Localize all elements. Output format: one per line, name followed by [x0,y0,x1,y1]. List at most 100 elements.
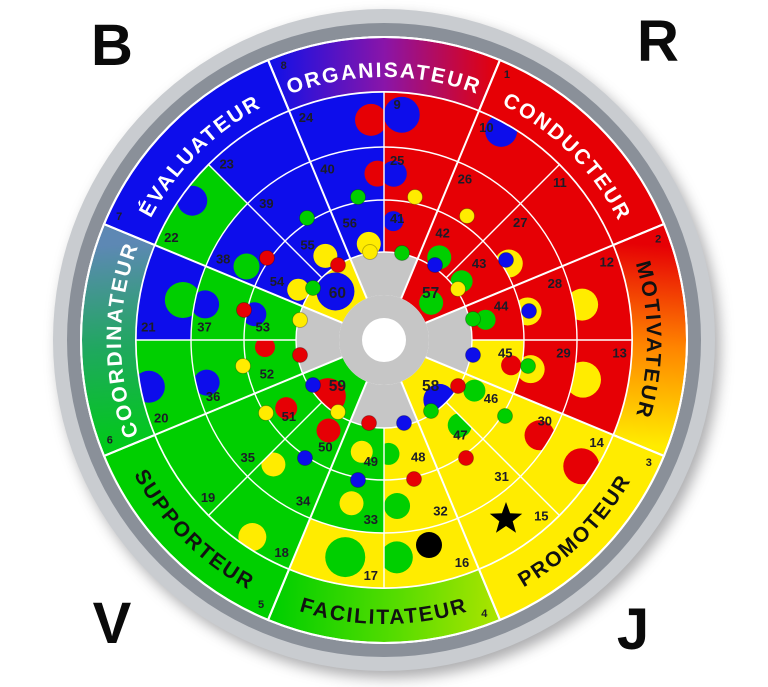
marker-dot-red-cell-46 [450,378,466,394]
sector-line [400,59,501,299]
outer-ring-boundary [80,36,688,644]
cell-25 [384,147,458,211]
cell-number-10: 10 [479,120,493,135]
cell-number-34: 34 [296,493,311,508]
cell-number-32: 32 [433,503,447,518]
cell-10 [457,110,560,204]
cell-52-blob [255,340,276,358]
corner-letter-v: V [92,591,132,656]
marker-dot-red-cell-49 [361,415,377,431]
sector-line [267,381,368,621]
cell-number-24: 24 [299,110,314,125]
cell-number-37: 37 [197,319,211,334]
cell-48 [384,421,438,480]
half-sector-line [208,401,323,516]
cell-number-39: 39 [259,196,273,211]
cell-number-54: 54 [270,274,285,289]
cell-40 [310,147,384,211]
cell-22 [154,164,248,267]
cell-number-45: 45 [498,346,512,361]
marker-dot-blue-cell-59 [305,377,321,393]
cell-number-46: 46 [484,391,498,406]
cell-number-43: 43 [472,256,486,271]
marker-dot-yellow-cell-59 [330,404,346,420]
cell-number-27: 27 [513,215,527,230]
cell-number-50: 50 [318,440,332,455]
cell-18 [208,476,311,570]
cell-18-blob [238,523,267,552]
cell-number-17: 17 [364,568,378,583]
sector-line [425,223,665,324]
cell-33-blob [339,491,364,516]
cell-number-38: 38 [216,252,230,267]
cell-number-18: 18 [274,545,288,560]
marker-dot-yellow-cell-56 [362,244,378,260]
sector-line [425,356,665,457]
marker-dot-green-cell-58 [423,403,439,419]
sector-line [400,381,501,621]
cell-number-5: 5 [258,599,264,611]
gray-wedge-ORGANISATEUR [350,252,418,299]
gray-wedge-MOTIVATEUR [425,306,472,374]
marker-dot-green-cell-41 [394,245,410,261]
cell-number-53: 53 [255,319,269,334]
cell-34-blob [261,452,286,477]
cell-9-blob [384,96,420,133]
cell-number-6: 6 [107,434,113,446]
marker-dot-red-cell-37 [236,302,252,318]
half-sector-line [445,164,560,279]
marker-dot-yellow-cell-25 [407,189,423,205]
marker-dot-green-cell-29 [520,358,536,374]
cell-number-52: 52 [260,367,274,382]
cell-number-14: 14 [589,435,604,450]
cell-number-12: 12 [600,254,614,269]
marker-dot-blue-cell-34 [297,450,313,466]
cell-number-20: 20 [154,411,168,426]
cell-38-blob [233,253,260,280]
marker-dot-yellow-cell-51 [258,405,274,421]
marker-dot-green-cell-54 [305,280,321,296]
half-sector-line [445,401,560,516]
marker-dot-blue-cell-28 [521,303,537,319]
cell-57-blob [419,290,444,315]
cell-number-13: 13 [612,346,626,361]
cell-number-7: 7 [116,211,122,223]
cell-number-19: 19 [201,490,215,505]
cell-48-blob [384,442,400,465]
cell-number-41: 41 [390,211,404,226]
cell-37-blob [191,290,220,319]
cell-36-blob [193,369,220,396]
cell-number-2: 2 [655,234,661,246]
cell-number-22: 22 [164,230,178,245]
marker-dot-yellow-cell-43 [450,281,466,297]
cell-60-blob [316,272,355,311]
cell-number-16: 16 [455,555,469,570]
marker-dot-blue-cell-33 [350,472,366,488]
cell-number-60: 60 [329,285,346,302]
marker-dot-blue-cell-27 [498,252,514,268]
cell-number-30: 30 [538,413,552,428]
marker-dot-yellow-cell-26 [459,208,475,224]
cell-number-9: 9 [394,97,401,112]
marker-dot-green-cell-44 [465,311,481,327]
cell-number-31: 31 [494,469,508,484]
cell-50-blob [316,418,341,443]
corner-letter-b: B [91,13,133,78]
cell-14-blob [563,448,600,485]
cell-number-49: 49 [364,454,378,469]
cell-21-blob [164,281,201,318]
cell-number-47: 47 [453,428,467,443]
marker-dot-green-cell-39 [299,210,315,226]
marker-dot-yellow-cell-36 [235,358,251,374]
sector-line [103,356,343,457]
cell-57 [401,258,466,323]
cell-number-56: 56 [343,215,357,230]
cell-number-26: 26 [458,172,472,187]
cell-54-blob [287,278,310,301]
marker-dot-red-cell-31 [458,450,474,466]
cell-11 [520,164,614,267]
cell-23 [208,110,311,204]
cell-number-59: 59 [329,378,347,395]
